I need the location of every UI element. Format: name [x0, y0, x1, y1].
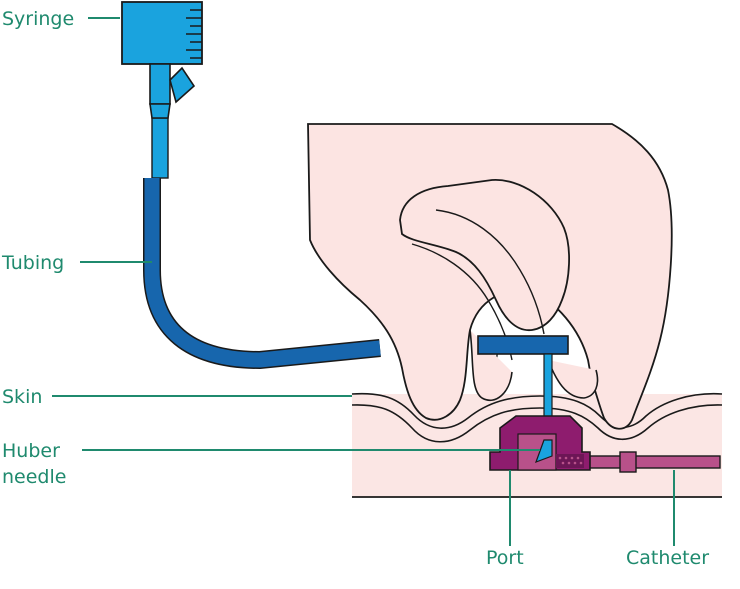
label-huber-line1: Huber	[2, 440, 60, 462]
label-tubing: Tubing	[1, 252, 64, 274]
syringe	[122, 2, 202, 118]
label-huber-line2: needle	[2, 466, 66, 488]
hand-illustration	[308, 124, 672, 429]
label-port: Port	[486, 547, 524, 569]
label-syringe: Syringe	[2, 8, 74, 30]
label-skin: Skin	[2, 386, 42, 408]
label-catheter: Catheter	[626, 547, 709, 569]
